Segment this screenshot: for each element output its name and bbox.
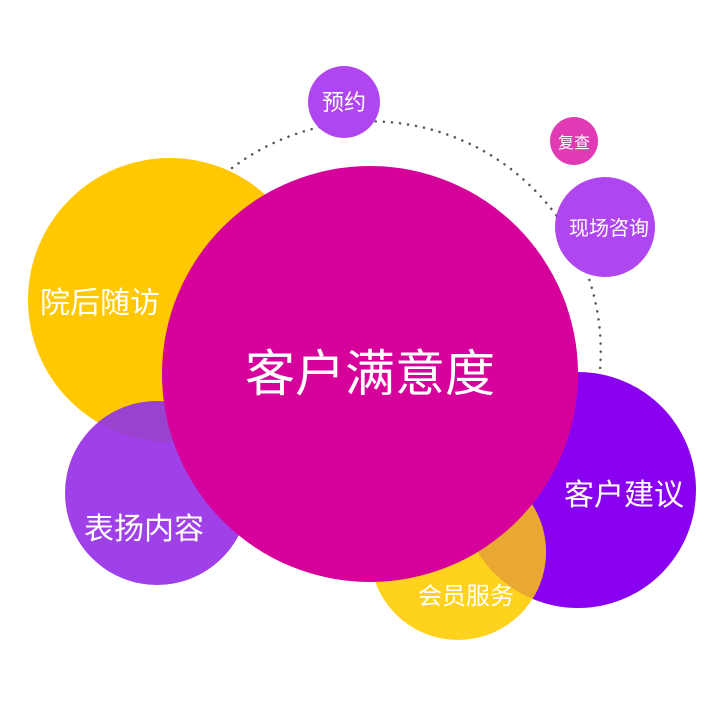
- praise-label: 表扬内容: [84, 512, 204, 547]
- follow-up-label: 院后随访: [40, 286, 160, 321]
- bubble-center: [162, 166, 578, 582]
- center-label: 客户满意度: [245, 345, 495, 403]
- bubble-consult: [555, 177, 655, 277]
- membership-label: 会员服务: [418, 582, 514, 610]
- bubble-review: [550, 117, 598, 165]
- consult-label: 现场咨询: [569, 216, 649, 240]
- bubble-appointment: [308, 66, 380, 138]
- review-label: 复查: [558, 133, 590, 152]
- appointment-label: 预约: [322, 91, 366, 116]
- suggestion-label: 客户建议: [564, 478, 684, 513]
